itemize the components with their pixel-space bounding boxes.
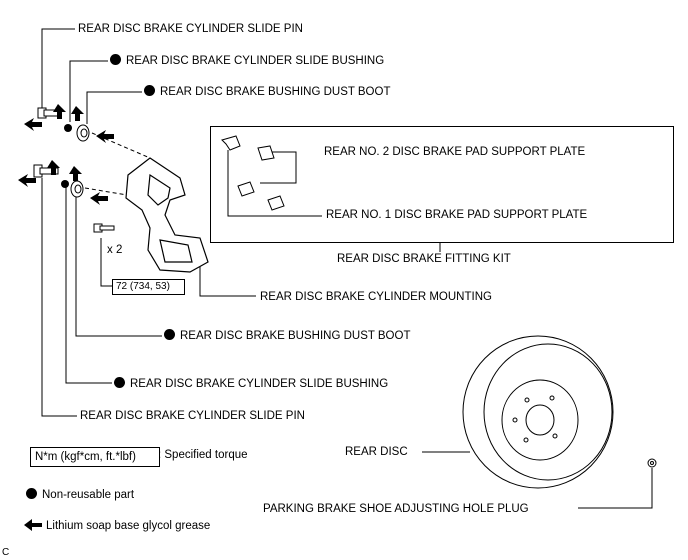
rear-disc-art [462,335,614,489]
label-rear-disc: REAR DISC [345,446,408,458]
label-pad-plate-1: REAR NO. 1 DISC BRAKE PAD SUPPORT PLATE [326,209,588,221]
label-dust-boot-top: REAR DISC BRAKE BUSHING DUST BOOT [144,85,390,99]
label-bolt-qty: x 2 [107,244,123,256]
nonreusable-icon [144,85,155,96]
fitting-kit-box [210,126,674,243]
leader-hole-plug [578,468,653,509]
legend-grease: Lithium soap base glycol grease [24,519,210,533]
legend-nonreusable: Non-reusable part [26,488,134,502]
label-slide-pin-top: REAR DISC BRAKE CYLINDER SLIDE PIN [78,23,303,35]
leader-slide-bushing-top [69,60,108,122]
leader-torque [100,238,112,287]
corner-mark: C [2,547,10,558]
pad-plates-art [221,135,285,211]
label-slide-bushing-top: REAR DISC BRAKE CYLINDER SLIDE BUSHING [110,54,384,68]
legend-torque-unit-box: N*m (kgf*cm, ft.*lbf) [30,447,160,467]
label-slide-bushing-bottom: REAR DISC BRAKE CYLINDER SLIDE BUSHING [114,377,388,391]
torque-value-box: 72 (734, 53) [112,279,185,295]
nonreusable-icon [110,54,121,65]
leader-pad-plate-2 [260,151,297,184]
left-arrow-icon [24,519,42,531]
leader-dust-boot-bottom [75,195,162,337]
nonreusable-icon [114,377,125,388]
label-cylinder-mounting: REAR DISC BRAKE CYLINDER MOUNTING [260,291,492,303]
label-hole-plug: PARKING BRAKE SHOE ADJUSTING HOLE PLUG [263,503,529,515]
leader-slide-bushing-bottom [65,186,112,384]
nonreusable-icon [164,329,175,340]
leader-cylinder-mounting [199,262,256,297]
label-pad-plate-2: REAR NO. 2 DISC BRAKE PAD SUPPORT PLATE [324,146,586,158]
leader-slide-pin-top [41,28,75,108]
nonreusable-icon [26,488,37,499]
label-fitting-kit: REAR DISC BRAKE FITTING KIT [337,253,511,265]
label-dust-boot-bottom: REAR DISC BRAKE BUSHING DUST BOOT [164,329,410,343]
leader-slide-pin-bottom [41,178,77,417]
leader-dust-boot-top [86,91,142,124]
cylinder-mounting-art [125,157,209,273]
legend-torque-desc: : Specified torque [158,449,248,461]
label-slide-pin-bottom: REAR DISC BRAKE CYLINDER SLIDE PIN [80,410,305,422]
leader-pad-plate-1 [227,150,322,217]
